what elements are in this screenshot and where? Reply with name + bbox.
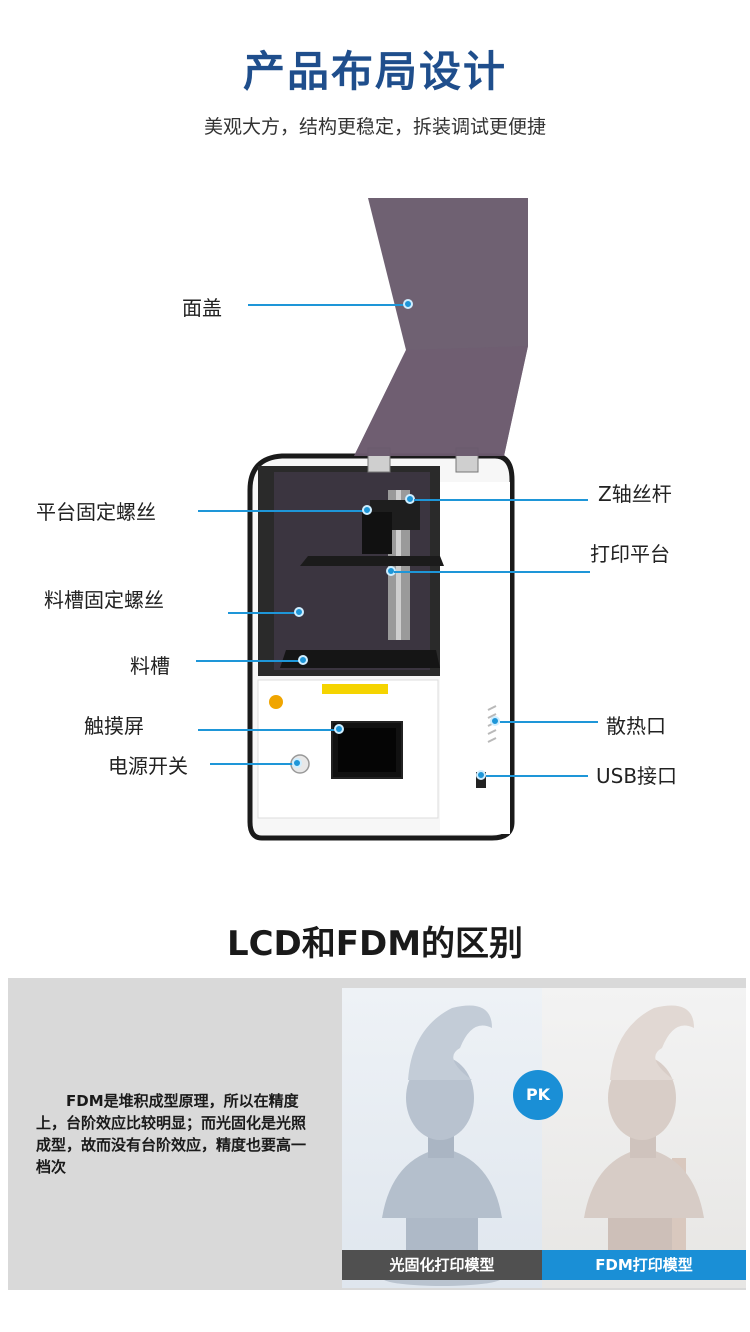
pointer-line-tank-screw	[228, 612, 298, 614]
pointer-dot-tank	[298, 655, 308, 665]
pointer-line-cover	[248, 304, 408, 306]
label-print-platform: 打印平台	[590, 542, 670, 566]
pointer-line-print-platform	[394, 571, 590, 573]
label-vent: 散热口	[606, 714, 666, 738]
pointer-dot-tank-screw	[294, 607, 304, 617]
label-cover: 面盖	[182, 296, 222, 320]
pointer-line-touchscreen	[198, 729, 338, 731]
pointer-line-tank	[196, 660, 302, 662]
pk-badge: PK	[513, 1070, 563, 1120]
resin-model-photo	[342, 988, 542, 1288]
pointer-dot-usb	[476, 770, 486, 780]
label-z-screw: Z轴丝杆	[598, 482, 672, 506]
pointer-line-usb	[486, 775, 588, 777]
pointer-line-power-switch	[210, 763, 296, 765]
comparison-description: FDM是堆积成型原理，所以在精度上，台阶效应比较明显；而光固化是光照成型，故而没…	[36, 1092, 307, 1176]
pointer-dot-platform-screw	[362, 505, 372, 515]
pointer-dot-touchscreen	[334, 724, 344, 734]
pointer-dot-vent	[490, 716, 500, 726]
printer-illustration	[247, 198, 528, 841]
label-usb: USB接口	[596, 764, 678, 788]
label-tank-screw: 料槽固定螺丝	[44, 588, 164, 612]
label-touchscreen: 触摸屏	[84, 714, 144, 738]
page-subtitle: 美观大方，结构更稳定，拆装调试更便捷	[203, 116, 546, 138]
pointer-line-platform-screw	[198, 510, 366, 512]
comparison-title: LCD和FDM的区别	[226, 924, 524, 964]
pointer-dot-power-switch	[292, 758, 302, 768]
pointer-dot-cover	[403, 299, 413, 309]
page-title: 产品布局设计	[242, 47, 507, 96]
pointer-line-vent	[500, 721, 598, 723]
pointer-line-z-screw	[414, 499, 588, 501]
fdm-model-photo	[542, 988, 746, 1288]
label-power-switch: 电源开关	[108, 754, 188, 778]
resin-model-caption: 光固化打印模型	[342, 1250, 542, 1280]
label-tank: 料槽	[130, 654, 170, 678]
fdm-model-caption: FDM打印模型	[542, 1250, 746, 1280]
label-platform-screw: 平台固定螺丝	[36, 500, 156, 524]
